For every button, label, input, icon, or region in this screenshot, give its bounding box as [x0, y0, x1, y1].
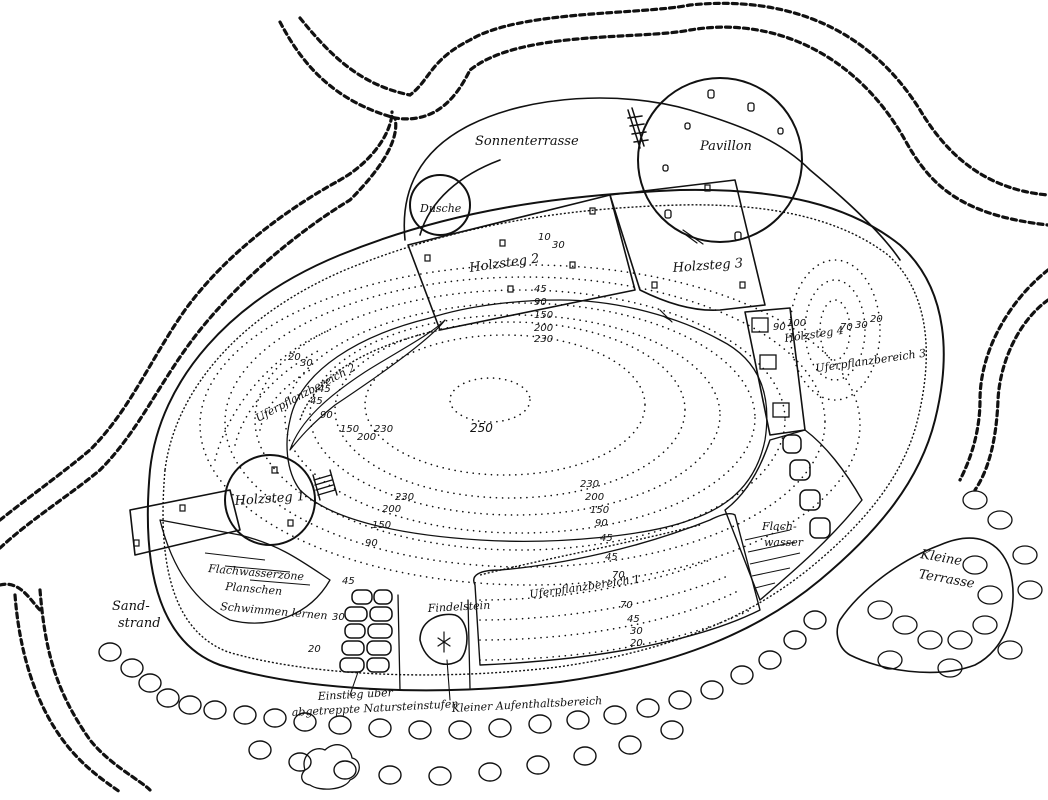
holzsteg-2	[407, 194, 636, 331]
label-uferpflanzbereich-3: Uferpflanzbereich 3	[815, 347, 927, 375]
depth-label: 150	[372, 520, 391, 531]
depth-label: 230	[580, 479, 599, 490]
label-sandstrand-1: Sand-	[112, 599, 150, 614]
depth-label: 20	[630, 638, 643, 649]
depth-label: 70	[612, 570, 625, 581]
depth-label: 200	[534, 323, 553, 334]
label-flachwasser-2: wasser	[764, 536, 804, 549]
depth-label: 150	[590, 505, 609, 516]
depth-label: 230	[395, 492, 414, 503]
leader-lines	[349, 659, 451, 701]
depth-label: 45	[534, 284, 547, 295]
findelstein	[397, 594, 471, 691]
depth-label: 200	[382, 504, 401, 515]
kleine-terrasse	[836, 490, 1043, 678]
label-kleine-terrasse-2: Terrasse	[917, 567, 976, 592]
label-holzsteg-1: Holzsteg 1	[233, 489, 305, 509]
label-kleine-terrasse-1: Kleine	[918, 547, 963, 569]
depth-label: 200	[357, 432, 376, 443]
depth-label: 45	[342, 576, 355, 587]
label-planschen: Planschen	[224, 580, 283, 598]
label-findelstein: Findelstein	[426, 599, 490, 615]
einstieg-stones	[339, 589, 393, 673]
depth-label: 20	[870, 314, 883, 325]
depth-center: 250	[470, 421, 493, 435]
depth-label: 90	[534, 297, 547, 308]
label-kleiner-aufenthaltsbereich: Kleiner Aufenthaltsbereich	[450, 694, 602, 715]
label-holzsteg-3: Holzsteg 3	[671, 256, 743, 276]
area-labels: Sonnenterrasse Pavillon Dusche Holzsteg …	[112, 134, 976, 719]
label-flachwasser-1: Flach-	[761, 520, 797, 533]
holzsteg-1	[129, 454, 338, 556]
depth-label: 10	[538, 232, 551, 243]
depth-labels: 250 10 30 45 90 150 200 230 20 30 45 90 …	[288, 232, 883, 655]
depth-label: 30	[552, 240, 565, 251]
depth-label: 150	[534, 310, 553, 321]
depth-label: 30	[300, 358, 313, 369]
depth-label: 45	[627, 614, 640, 625]
uferpflanzbereich-1-outline	[473, 513, 761, 666]
depth-contours	[199, 259, 881, 661]
depth-label: 30	[855, 320, 868, 331]
depth-label: 230	[534, 334, 553, 345]
depth-label: 45	[605, 552, 618, 563]
pavillon	[627, 77, 803, 243]
label-pavillon: Pavillon	[699, 139, 752, 154]
pond-outer-edge	[146, 188, 945, 692]
flachwasser-zone-right	[724, 429, 863, 601]
depth-label: 20	[288, 352, 301, 363]
label-sandstrand-2: strand	[118, 616, 161, 631]
depth-label: 230	[374, 424, 393, 435]
stepping-stones	[98, 610, 827, 786]
depth-label: 45	[310, 396, 323, 407]
label-uferpflanzbereich-2: Uferpflanzbereich 2	[253, 361, 358, 425]
depth-label: 150	[340, 424, 359, 435]
holzsteg-3	[609, 179, 766, 323]
depth-label: 70	[620, 600, 633, 611]
label-holzsteg-2: Holzsteg 2	[467, 251, 540, 276]
uferpflanzbereich-2-bank	[289, 319, 446, 451]
depth-label: 30	[630, 626, 643, 637]
label-einstieg-1: Einstieg über	[316, 686, 393, 703]
label-einstieg-2: abgetreppte Natursteinstufen	[291, 697, 458, 719]
upper-terrace	[403, 97, 901, 261]
label-dusche: Dusche	[419, 202, 462, 215]
depth-label: 200	[585, 492, 604, 503]
depth-label: 45	[318, 384, 331, 395]
label-schwimmen-lernen: Schwimmen lernen	[220, 600, 328, 622]
tree-sketch	[301, 744, 360, 790]
depth-label: 90	[773, 322, 786, 333]
dusche	[409, 174, 471, 236]
depth-label: 45	[600, 533, 613, 544]
depth-label: 30	[332, 612, 345, 623]
depth-label: 90	[595, 518, 608, 529]
depth-label: 70	[840, 322, 853, 333]
depth-label: 100	[787, 318, 806, 329]
depth-label: 90	[320, 410, 333, 421]
depth-label: 20	[308, 644, 321, 655]
label-sonnenterrasse: Sonnenterrasse	[475, 134, 579, 149]
flachwasserzone-left	[159, 519, 331, 624]
depth-label: 90	[365, 538, 378, 549]
